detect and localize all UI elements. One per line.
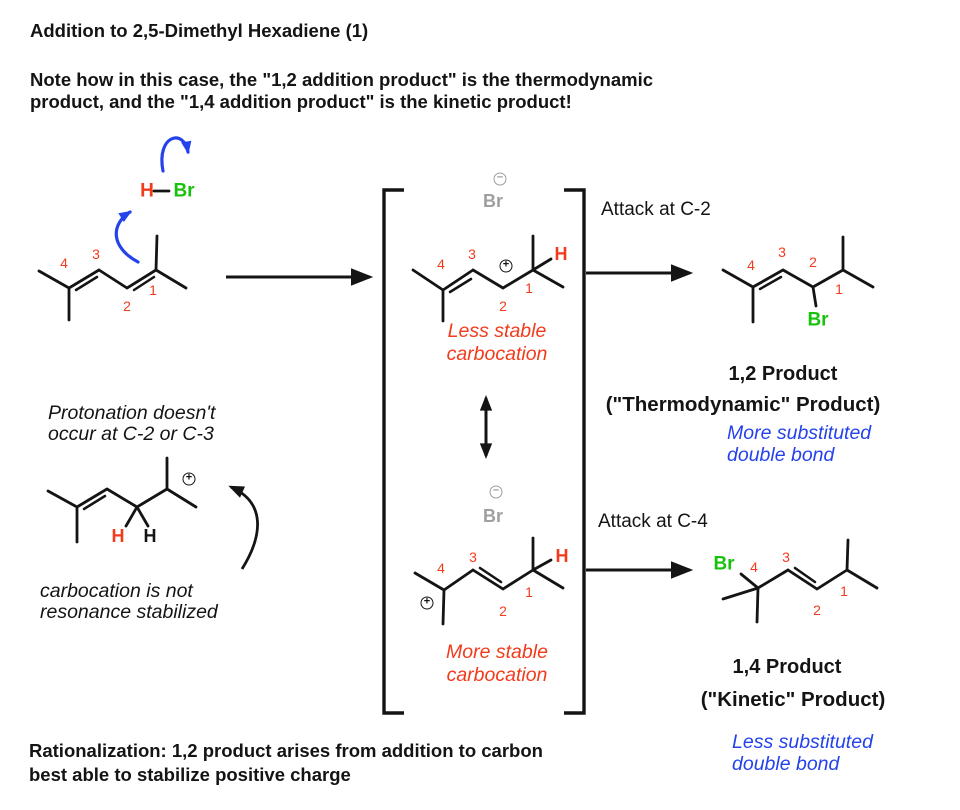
side-cation-skeleton (46, 456, 198, 544)
bromide-top-charge-icon: − (493, 172, 507, 186)
bottom-cation-c2-label: 2 (499, 603, 507, 619)
bromide-top-label: Br (482, 191, 504, 211)
bromide-bottom-label: Br (482, 506, 504, 526)
side-note-line2: occur at C-2 or C-3 (48, 422, 214, 445)
side-caption: carbocation is not resonance stabilized (40, 581, 218, 623)
side-caption-line1: carbocation is not (40, 580, 193, 602)
rationalization-line2: best able to stabilize positive charge (29, 763, 351, 785)
p14-note-line2: double bond (732, 752, 840, 775)
curved-arrow-side-note (228, 485, 259, 570)
p14-note-line1: Less substituted (732, 731, 873, 753)
start-c2-label: 2 (123, 298, 131, 314)
p12-c4-label: 4 (747, 257, 755, 273)
p12-name: 1,2 Product (728, 363, 838, 385)
p12-c2-label: 2 (809, 254, 817, 270)
bottom-cation-c3-label: 3 (469, 549, 477, 565)
p14-c2-label: 2 (813, 602, 821, 618)
p12-subtitle: ("Thermodynamic" Product) (605, 393, 881, 416)
bottom-cation-caption-line2: carbocation (446, 664, 548, 686)
top-cation-caption-line2: carbocation (446, 343, 548, 365)
product-12-skeleton (721, 235, 875, 324)
start-c1-label: 1 (149, 282, 157, 298)
reagent-br-label: Br (173, 180, 195, 202)
side-cation-h-black-label: H (143, 526, 157, 546)
top-cation-caption: Less stable carbocation (397, 320, 597, 366)
side-caption-line2: resonance stabilized (40, 601, 218, 623)
bottom-cation-plus-charge-icon: + (420, 596, 434, 610)
side-note: Protonation doesn't occur at C-2 or C-3 (48, 403, 215, 444)
p14-note: Less substituted double bond (732, 731, 873, 775)
product-14-skeleton (721, 538, 879, 624)
bottom-cation-h-label: H (555, 546, 569, 566)
blue-curved-arrow-protonation (114, 210, 140, 264)
p14-br-label: Br (713, 553, 735, 575)
p14-c1-label: 1 (840, 583, 848, 599)
p12-br-label: Br (807, 309, 829, 331)
rationalization-line1: Rationalization: 1,2 product arises from… (29, 740, 543, 761)
side-cation-h-red-label: H (111, 526, 125, 546)
start-material-skeleton (37, 234, 188, 322)
bottom-cation-c4-label: 4 (437, 560, 445, 576)
top-cation-c1-label: 1 (525, 280, 533, 296)
side-note-line1: Protonation doesn't (48, 402, 216, 424)
bottom-cation-caption: More stable carbocation (397, 641, 597, 687)
bottom-cation-c1-label: 1 (525, 584, 533, 600)
top-cation-h-label: H (554, 244, 568, 264)
p12-c1-label: 1 (835, 281, 843, 297)
top-cation-c2-label: 2 (499, 298, 507, 314)
top-cation-c4-label: 4 (437, 256, 445, 272)
p12-note-line1: More substituted (727, 422, 872, 444)
bottom-cation-caption-line1: More stable (446, 641, 548, 663)
p14-name: 1,4 Product (732, 656, 842, 678)
start-c3-label: 3 (92, 246, 100, 262)
intro-note: Note how in this case, the "1,2 addition… (30, 69, 653, 113)
start-c4-label: 4 (60, 255, 68, 271)
top-cation-c3-label: 3 (468, 246, 476, 262)
attack-c4-label: Attack at C-4 (598, 511, 708, 532)
intro-note-line2: product, and the "1,4 addition product" … (30, 91, 572, 112)
p14-c4-label: 4 (750, 559, 758, 575)
carbocation-top-skeleton (411, 234, 565, 323)
p12-note-line2: double bond (727, 443, 835, 466)
side-cation-plus-charge-icon: + (182, 472, 196, 486)
page-title: Addition to 2,5-Dimethyl Hexadiene (1) (30, 20, 369, 41)
p14-subtitle: ("Kinetic" Product) (700, 688, 886, 711)
top-cation-plus-charge-icon: + (499, 259, 513, 273)
carbocation-bottom-skeleton (413, 536, 565, 626)
reagent-h-label: H (140, 180, 154, 202)
attack-c2-label: Attack at C-2 (601, 199, 711, 220)
rationalization: Rationalization: 1,2 product arises from… (29, 739, 543, 786)
blue-curved-arrow-hbr (160, 136, 192, 173)
bracket-right (564, 188, 586, 715)
p12-note: More substituted double bond (727, 422, 872, 466)
p12-c3-label: 3 (778, 244, 786, 260)
p14-c3-label: 3 (782, 549, 790, 565)
bracket-left (382, 188, 404, 715)
top-cation-caption-line1: Less stable (447, 320, 547, 342)
bromide-bottom-charge-icon: − (489, 485, 503, 499)
intro-note-line1: Note how in this case, the "1,2 addition… (30, 69, 653, 90)
